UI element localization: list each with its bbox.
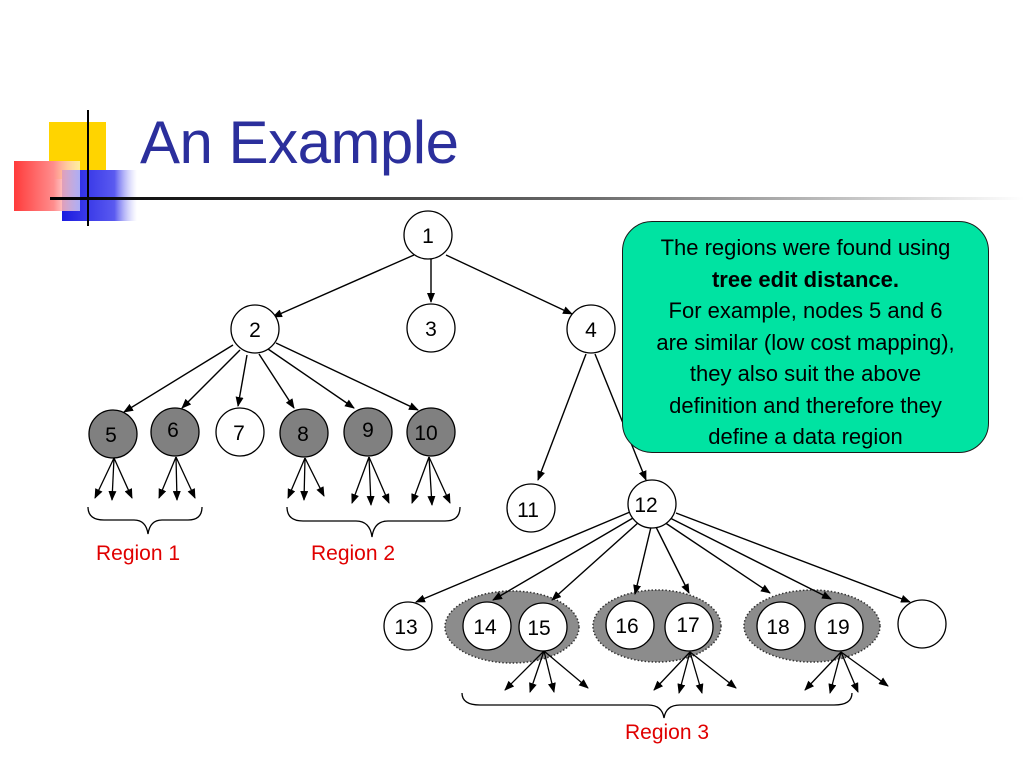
node-14: 14 — [462, 601, 512, 651]
node-3-label: 3 — [425, 318, 437, 341]
edge-4-11 — [537, 353, 587, 481]
callout-line-6: definition and therefore they — [669, 392, 942, 418]
callout-line-2: tree edit distance. — [711, 266, 900, 292]
node-10-label: 10 — [414, 422, 437, 445]
brace-region-3 — [461, 692, 853, 719]
page-title: An Example — [140, 109, 459, 176]
node-15: 15 — [518, 602, 568, 652]
tree-edges — [123, 254, 911, 603]
node-9: 9 — [343, 407, 393, 457]
edge-12-17 — [655, 526, 690, 594]
node-17-label: 17 — [676, 614, 699, 637]
edge-12-14 — [492, 517, 634, 601]
title-horizontal-rule — [50, 197, 1024, 200]
node-2-label: 2 — [249, 319, 261, 342]
node-4: 4 — [566, 304, 616, 354]
edge-1-2 — [272, 254, 415, 318]
edge-12-16 — [633, 526, 652, 595]
node-17: 17 — [664, 602, 714, 652]
callout-line-4: are similar (low cost mapping), — [656, 329, 955, 355]
edge-2-5 — [123, 344, 234, 413]
node-2: 2 — [230, 304, 280, 354]
explanation-callout: The regions were found using tree edit d… — [622, 221, 989, 453]
node-3: 3 — [406, 303, 456, 353]
region-2-label: Region 2 — [311, 542, 395, 565]
node-6-label: 6 — [167, 419, 179, 442]
edge-12-15 — [551, 521, 640, 601]
node-13-label: 13 — [394, 616, 417, 639]
node-5: 5 — [88, 409, 138, 459]
node-13: 13 — [383, 601, 433, 651]
node-11-label: 11 — [517, 499, 539, 522]
node-8-label: 8 — [297, 423, 309, 446]
edge-2-8 — [258, 353, 295, 409]
node-19-label: 19 — [826, 616, 849, 639]
node-15-label: 15 — [527, 617, 550, 640]
edge-1-4 — [445, 254, 573, 315]
node-10: 10 — [406, 407, 456, 457]
callout-line-1: The regions were found using — [660, 235, 951, 260]
edge-2-7 — [235, 354, 248, 407]
node-1: 1 — [403, 210, 453, 260]
node-16-label: 16 — [615, 615, 638, 638]
callout-line-3: For example, nodes 5 and 6 — [668, 298, 943, 323]
callout-line-5: they also suit the above — [689, 361, 922, 386]
node-18: 18 — [756, 601, 806, 651]
node-19: 19 — [814, 602, 864, 652]
node-7-label: 7 — [233, 422, 245, 445]
node-7: 7 — [215, 407, 265, 457]
node-9-label: 9 — [362, 419, 374, 442]
node-16: 16 — [605, 600, 655, 650]
region-1-label: Region 1 — [96, 542, 180, 565]
node-18-label: 18 — [766, 616, 789, 639]
leaf-arrows — [94, 456, 889, 694]
node-5-label: 5 — [105, 424, 117, 447]
node-unlabeled — [897, 599, 947, 649]
node-8: 8 — [279, 408, 329, 458]
region-braces — [87, 506, 853, 719]
node-12: 12 — [627, 479, 677, 529]
edge-2-9 — [267, 348, 355, 409]
node-11: 11 — [506, 483, 556, 533]
node-6: 6 — [150, 407, 200, 457]
edge-2-6 — [181, 349, 241, 409]
brace-region-1 — [87, 506, 203, 535]
edge-12-19 — [669, 517, 832, 600]
node-4-label: 4 — [585, 319, 597, 342]
red-square — [14, 161, 80, 211]
brace-region-2 — [286, 506, 461, 538]
region-3-label: Region 3 — [625, 721, 709, 744]
callout-line-7: define a data region — [708, 424, 903, 449]
node-14-label: 14 — [473, 616, 497, 639]
edge-12-20 — [675, 512, 911, 603]
edge-2-10 — [275, 342, 419, 411]
node-12-label: 12 — [634, 494, 657, 517]
node-1-label: 1 — [422, 225, 434, 248]
edge-12-18 — [663, 521, 771, 594]
edge-12-13 — [415, 511, 631, 603]
edge-4-12 — [594, 353, 647, 481]
